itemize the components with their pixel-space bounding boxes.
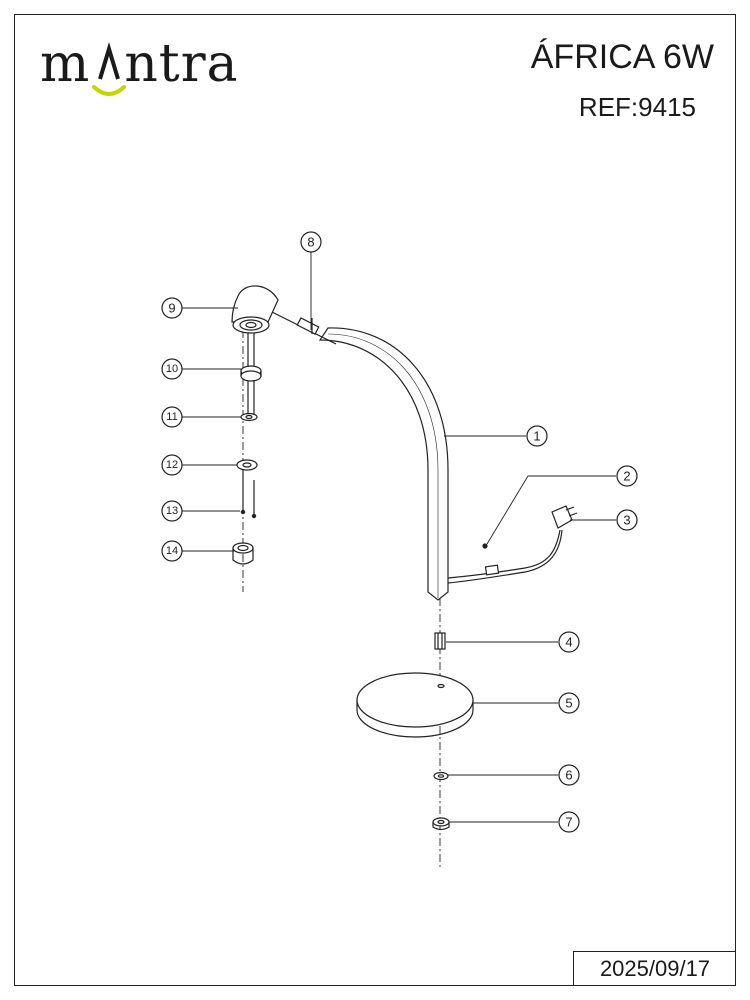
part-label-1: 1 [533,429,540,444]
balloon-11 [161,406,183,428]
power-cable [447,529,563,584]
logo-text-end: ntra [124,34,239,94]
balloon-9 [161,297,183,319]
part-label-7: 7 [565,815,572,830]
base-nut [432,817,450,831]
stem-washer [240,412,258,422]
sheet-border [14,14,736,986]
balloon-4 [558,631,580,653]
curved-arm [318,327,449,601]
part-label-11: 11 [166,411,177,423]
part-label-13: 13 [166,505,178,517]
part-label-12: 12 [166,459,178,471]
balloon-12 [161,454,183,476]
stem-nut [236,459,258,471]
part-label-14: 14 [166,545,178,557]
arm-connector [271,311,337,345]
part-label-2: 2 [623,469,630,484]
part-label-3: 3 [623,513,630,528]
balloon-8 [300,231,322,253]
base-washer [433,771,449,781]
balloon-5 [558,692,580,714]
product-reference: REF:9415 [578,92,696,122]
part-label-4: 4 [565,635,572,650]
balloon-1 [526,425,548,447]
power-plug [551,505,578,529]
end-cap [232,542,254,565]
balloon-7 [558,811,580,833]
part-label-8: 8 [307,235,314,250]
round-base [356,672,474,738]
part-label-9: 9 [168,301,175,316]
logo-smile-icon [90,41,127,96]
part-label-10: 10 [166,363,178,375]
balloon-14 [161,540,183,562]
balloon-3 [616,509,638,531]
balloon-2 [616,465,638,487]
logo-text-start: m [40,34,91,94]
small-screws [240,470,257,519]
lamp-head [231,285,279,334]
part-label-6: 6 [565,768,572,783]
balloon-10 [161,358,183,380]
collar-ring [240,365,262,382]
balloon-6 [558,764,580,786]
part-label-5: 5 [565,696,572,711]
threaded-sleeve [434,632,446,650]
leader-lines [182,252,616,823]
cable-grommet [482,543,488,549]
product-title: ÁFRICA 6W [530,38,714,76]
balloon-13 [161,500,183,522]
revision-date: 2025/09/17 [573,951,736,986]
